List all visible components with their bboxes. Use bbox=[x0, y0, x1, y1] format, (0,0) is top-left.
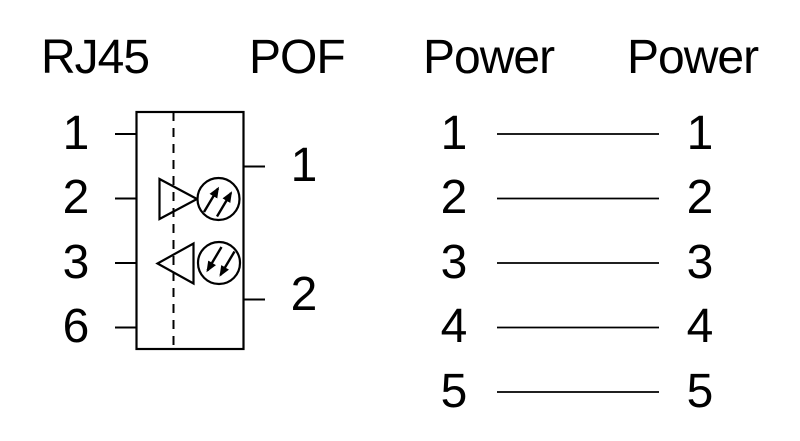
amplifier-right-icon bbox=[158, 177, 200, 221]
power-right-title: Power bbox=[627, 31, 759, 84]
power-right-pin-2: 2 bbox=[686, 171, 714, 224]
pof-title: POF bbox=[249, 31, 346, 84]
power-left-pin-3: 3 bbox=[440, 236, 468, 289]
power-right-pin-5: 5 bbox=[686, 365, 714, 418]
power-right-pin-3: 3 bbox=[686, 236, 714, 289]
power-right-pin-4: 4 bbox=[686, 300, 714, 353]
pof-pin-2: 2 bbox=[290, 268, 318, 321]
power-left-pin-4: 4 bbox=[440, 300, 468, 353]
rj45-pin-2: 2 bbox=[62, 171, 90, 224]
rj45-pin-leads bbox=[115, 133, 137, 329]
led-emitter-icon bbox=[196, 176, 241, 222]
pof-pin-1: 1 bbox=[290, 139, 318, 192]
rj45-pin-1: 1 bbox=[62, 107, 90, 160]
power-wires bbox=[497, 133, 659, 393]
rj45-pin-6: 6 bbox=[62, 300, 90, 353]
power-left-pin-2: 2 bbox=[440, 171, 468, 224]
power-left-pin-1: 1 bbox=[440, 107, 468, 160]
amplifier-left-icon bbox=[155, 241, 195, 286]
photodiode-receiver-icon bbox=[196, 240, 242, 286]
pof-pin-leads bbox=[243, 165, 265, 301]
power-left-pin-5: 5 bbox=[440, 365, 468, 418]
rj45-title: RJ45 bbox=[41, 31, 150, 84]
power-left-title: Power bbox=[423, 31, 555, 84]
power-right-pin-1: 1 bbox=[686, 107, 714, 160]
converter-box bbox=[135, 110, 245, 351]
rj45-pin-3: 3 bbox=[62, 236, 90, 289]
